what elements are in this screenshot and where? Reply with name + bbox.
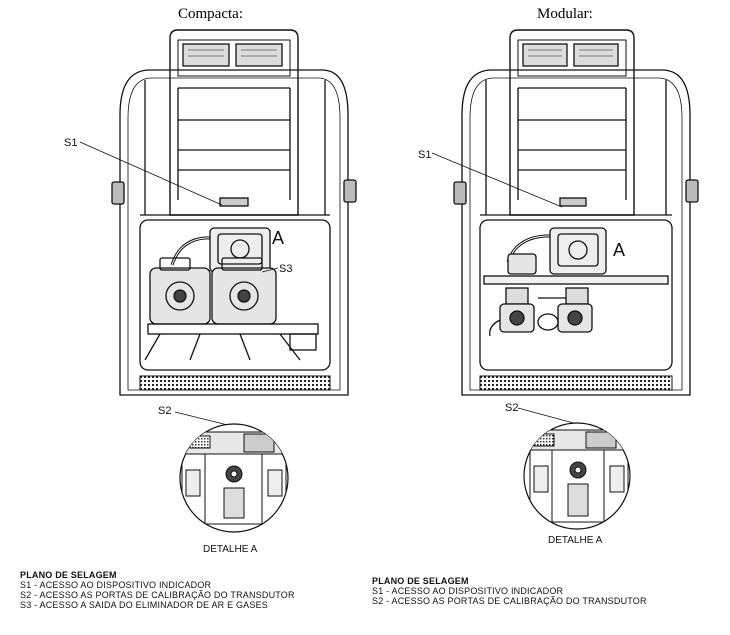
compacta-legend-line: S3 - ACESSO A SAIDA DO ELIMINADOR DE AR … [20, 600, 268, 610]
compacta-dispenser [111, 29, 357, 396]
compacta-callout-s1: S1 [64, 137, 77, 149]
compacta-detail-caption: DETALHE A [203, 544, 258, 555]
compacta-legend-line: S1 - ACESSO AO DISPOSITIVO INDICADOR [20, 580, 212, 590]
modular-legend-line: S2 - ACESSO AS PORTAS DE CALIBRAÇÃO DO T… [372, 596, 647, 606]
modular-callout-s2: S2 [505, 402, 518, 414]
compacta-callout-s2: S2 [158, 405, 171, 417]
modular-detail-a [523, 422, 631, 530]
compacta-detail-a [179, 423, 289, 533]
modular-callout-s1: S1 [418, 149, 431, 161]
compacta-callout-s3: S3 [279, 263, 292, 275]
modular-dispenser [453, 29, 699, 396]
modular-legend-line: S1 - ACESSO AO DISPOSITIVO INDICADOR [372, 586, 564, 596]
modular-legend: PLANO DE SELAGEM S1 - ACESSO AO DISPOSIT… [372, 576, 647, 606]
modular-legend-heading: PLANO DE SELAGEM [372, 576, 469, 586]
modular-detail-caption: DETALHE A [548, 535, 603, 546]
modular-callout-a: A [613, 240, 625, 260]
compacta-callout-a: A [272, 228, 284, 248]
compacta-title: Compacta: [178, 6, 243, 22]
compacta-legend-line: S2 - ACESSO AS PORTAS DE CALIBRAÇÃO DO T… [20, 590, 295, 600]
compacta-legend-heading: PLANO DE SELAGEM [20, 570, 117, 580]
compacta-legend: PLANO DE SELAGEM S1 - ACESSO AO DISPOSIT… [20, 570, 295, 610]
modular-title: Modular: [537, 6, 593, 22]
